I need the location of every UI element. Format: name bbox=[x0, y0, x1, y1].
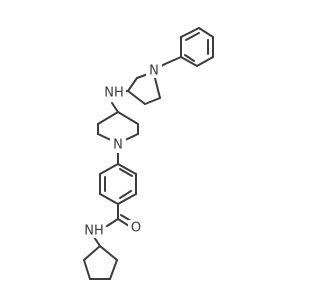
label-background bbox=[102, 84, 126, 100]
label-background bbox=[82, 222, 106, 238]
bond bbox=[99, 245, 118, 261]
bond bbox=[117, 163, 137, 175]
bond bbox=[196, 56, 214, 67]
bond bbox=[127, 77, 138, 92]
bond bbox=[144, 97, 161, 105]
bond-inner bbox=[119, 168, 133, 177]
bond-nh-c4 bbox=[111, 102, 119, 113]
atom-label: N bbox=[149, 64, 159, 79]
atom-nh-amide: NH bbox=[82, 222, 106, 239]
bond bbox=[117, 193, 137, 205]
molecule-diagram: N NH N O NH bbox=[82, 27, 214, 280]
label-background bbox=[128, 220, 144, 236]
bond-inner bbox=[184, 54, 195, 62]
bond bbox=[83, 245, 101, 261]
bond bbox=[127, 90, 146, 105]
atom-n-pyrrolidine: N bbox=[146, 62, 162, 79]
label-background bbox=[110, 137, 126, 153]
cyclopentyl-ring bbox=[83, 245, 118, 280]
atom-label: NH bbox=[104, 86, 124, 101]
atom-label: O bbox=[131, 221, 141, 236]
label-background bbox=[146, 62, 162, 78]
bond-carbonyl-1 bbox=[117, 218, 130, 227]
bond bbox=[198, 27, 214, 38]
bond bbox=[99, 193, 119, 205]
bond bbox=[154, 77, 161, 99]
bond bbox=[117, 111, 139, 125]
bond bbox=[180, 56, 198, 67]
bond-amide bbox=[106, 218, 119, 227]
bond-nh-cyclopentyl bbox=[93, 236, 101, 247]
bond-inner bbox=[185, 32, 200, 41]
atom-label: NH bbox=[84, 224, 104, 239]
bond bbox=[180, 27, 200, 38]
bond-inner bbox=[119, 190, 132, 199]
bond bbox=[109, 259, 118, 280]
atom-n-piperidine: N bbox=[110, 137, 126, 153]
atom-o-carbonyl: O bbox=[128, 220, 144, 236]
bond bbox=[97, 111, 119, 125]
bond bbox=[83, 259, 91, 280]
bond bbox=[99, 163, 119, 175]
pyrrolidine-ring bbox=[127, 73, 161, 105]
benzyl-ring bbox=[180, 27, 214, 67]
bond-ch2 bbox=[164, 56, 182, 65]
benzamide-ring bbox=[99, 163, 137, 205]
atom-nh-amine: NH bbox=[102, 84, 126, 101]
atom-label: N bbox=[113, 138, 123, 153]
